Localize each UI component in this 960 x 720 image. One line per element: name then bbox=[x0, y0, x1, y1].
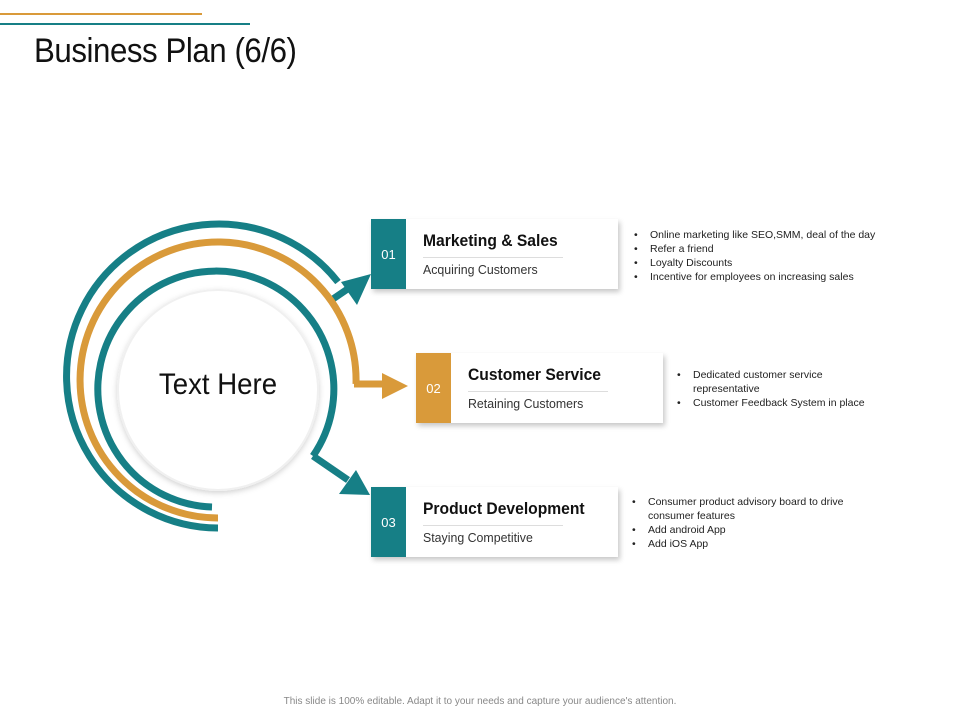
bullet-item: Consumer product advisory board to drive… bbox=[630, 495, 855, 523]
center-text: Text Here bbox=[158, 368, 278, 401]
divider bbox=[468, 391, 608, 392]
step-card-customer-service: 02 Customer Service Retaining Customers bbox=[416, 353, 663, 423]
bullet-list-customer-service: Dedicated customer service representativ… bbox=[675, 368, 875, 410]
center-circle bbox=[117, 289, 319, 491]
step-title: Marketing & Sales bbox=[423, 231, 558, 250]
step-card-marketing: 01 Marketing & Sales Acquiring Customers bbox=[371, 219, 618, 289]
footer-note: This slide is 100% editable. Adapt it to… bbox=[283, 696, 677, 707]
inner-teal-arc bbox=[94, 267, 338, 511]
arrow-01-head bbox=[341, 274, 371, 305]
arrow-02-head bbox=[382, 373, 408, 399]
decorative-line-orange bbox=[0, 13, 202, 15]
divider bbox=[423, 525, 563, 526]
step-number-badge: 02 bbox=[416, 353, 451, 423]
bullet-item: Customer Feedback System in place bbox=[675, 396, 875, 410]
step-number-badge: 03 bbox=[371, 487, 406, 557]
step-number-badge: 01 bbox=[371, 219, 406, 289]
bullet-list-marketing: Online marketing like SEO,SMM, deal of t… bbox=[632, 228, 902, 284]
bullet-item: Online marketing like SEO,SMM, deal of t… bbox=[632, 228, 902, 242]
outer-teal-arc bbox=[63, 220, 341, 532]
step-title: Product Development bbox=[423, 499, 585, 518]
step-subtitle: Acquiring Customers bbox=[423, 262, 538, 277]
bullet-item: Refer a friend bbox=[632, 242, 902, 256]
step-subtitle: Staying Competitive bbox=[423, 530, 533, 545]
decorative-line-teal bbox=[0, 23, 250, 25]
bullet-list-product-development: Consumer product advisory board to drive… bbox=[630, 495, 855, 551]
bullet-item: Incentive for employees on increasing sa… bbox=[632, 270, 902, 284]
bullet-item: Add android App bbox=[630, 523, 855, 537]
divider bbox=[423, 257, 563, 258]
middle-orange-arc bbox=[76, 238, 360, 522]
step-card-product-development: 03 Product Development Staying Competiti… bbox=[371, 487, 618, 557]
step-title: Customer Service bbox=[468, 365, 602, 384]
step-subtitle: Retaining Customers bbox=[468, 396, 584, 411]
arrow-03-head bbox=[339, 470, 370, 495]
page-title: Business Plan (6/6) bbox=[34, 32, 297, 70]
bullet-item: Dedicated customer service representativ… bbox=[675, 368, 875, 396]
arrow-03-shaft bbox=[311, 453, 350, 483]
bullet-item: Loyalty Discounts bbox=[632, 256, 902, 270]
bullet-item: Add iOS App bbox=[630, 537, 855, 551]
